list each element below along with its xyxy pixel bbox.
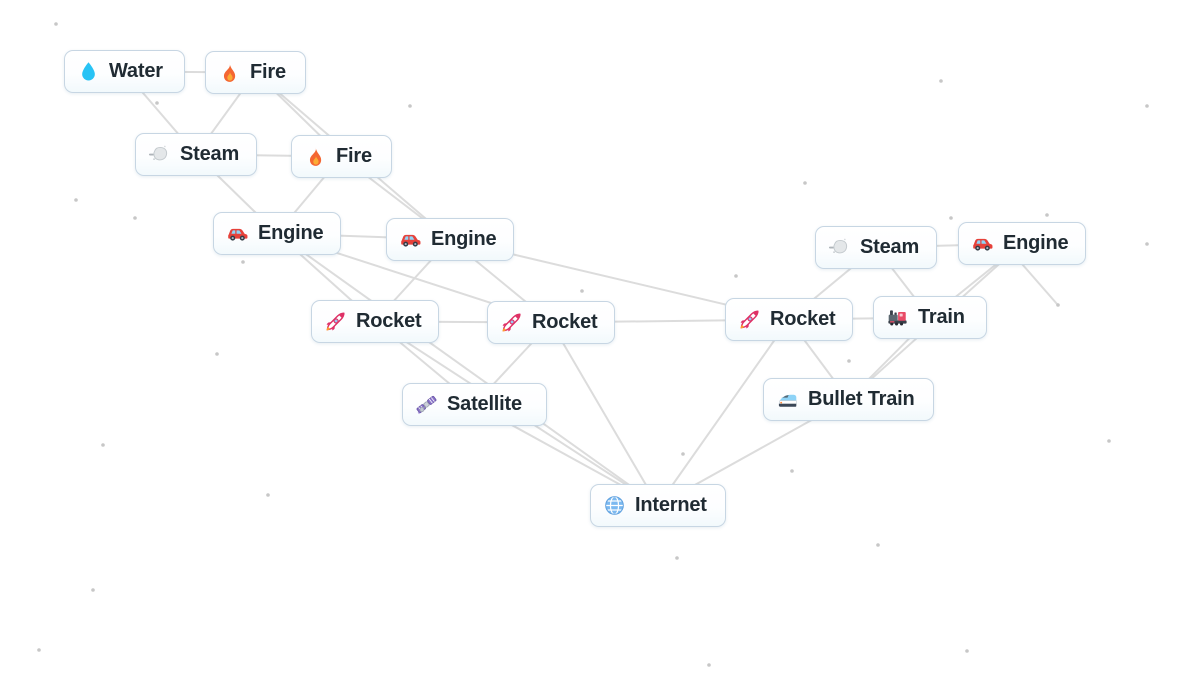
tile-rocket-2[interactable]: Rocket bbox=[487, 301, 615, 344]
particle-dot bbox=[1056, 303, 1060, 307]
tile-rocket-1[interactable]: Rocket bbox=[311, 300, 439, 343]
particle-dot bbox=[266, 493, 270, 497]
particle-dot bbox=[241, 260, 245, 264]
particle-dot bbox=[1107, 439, 1111, 443]
particle-dot bbox=[965, 649, 969, 653]
stray-edge-line bbox=[1021, 263, 1058, 305]
internet-icon bbox=[603, 494, 626, 517]
fire-icon bbox=[218, 61, 241, 84]
particle-dot bbox=[847, 359, 851, 363]
tile-fire-1[interactable]: Fire bbox=[205, 51, 306, 94]
tile-steam-left[interactable]: Steam bbox=[135, 133, 257, 176]
particle-dot bbox=[675, 556, 679, 560]
engine-icon bbox=[971, 232, 994, 255]
engine-icon bbox=[226, 222, 249, 245]
particle-dot bbox=[74, 198, 78, 202]
tile-label: Fire bbox=[336, 145, 372, 167]
particle-dot bbox=[790, 469, 794, 473]
tile-label: Satellite bbox=[447, 393, 522, 415]
tile-label: Bullet Train bbox=[808, 388, 915, 410]
tile-label: Rocket bbox=[770, 308, 836, 330]
particle-dot bbox=[580, 289, 584, 293]
tile-fire-2[interactable]: Fire bbox=[291, 135, 392, 178]
tile-water[interactable]: Water bbox=[64, 50, 185, 93]
particle-dot bbox=[1145, 104, 1149, 108]
tile-rocket-3[interactable]: Rocket bbox=[725, 298, 853, 341]
steam-icon bbox=[148, 143, 171, 166]
tile-label: Steam bbox=[180, 143, 240, 165]
tile-bullet-train[interactable]: Bullet Train bbox=[763, 378, 934, 421]
particle-dot bbox=[54, 22, 58, 26]
tile-engine-1[interactable]: Engine bbox=[213, 212, 341, 255]
particle-dot bbox=[949, 216, 953, 220]
particle-dot bbox=[803, 181, 807, 185]
tile-internet[interactable]: Internet bbox=[590, 484, 726, 527]
rocket-icon bbox=[738, 308, 761, 331]
particle-dot bbox=[707, 663, 711, 667]
edge-line bbox=[657, 318, 790, 507]
tile-label: Engine bbox=[431, 228, 497, 250]
particle-dot bbox=[939, 79, 943, 83]
tile-label: Internet bbox=[635, 494, 707, 516]
tile-label: Water bbox=[109, 60, 163, 82]
bullet-train-icon bbox=[776, 388, 799, 411]
particle-dot bbox=[408, 104, 412, 108]
tile-label: Rocket bbox=[356, 310, 422, 332]
engine-icon bbox=[399, 228, 422, 251]
particle-dot bbox=[876, 543, 880, 547]
tile-label: Engine bbox=[258, 222, 324, 244]
tile-steam-right[interactable]: Steam bbox=[815, 226, 937, 269]
rocket-icon bbox=[500, 311, 523, 334]
edge-line bbox=[550, 321, 659, 507]
fire-icon bbox=[304, 145, 327, 168]
tile-label: Rocket bbox=[532, 311, 598, 333]
particle-dot bbox=[101, 443, 105, 447]
rocket-icon bbox=[324, 310, 347, 333]
particle-dot bbox=[91, 588, 95, 592]
train-icon bbox=[886, 306, 909, 329]
water-icon bbox=[77, 60, 100, 83]
particle-dot bbox=[37, 648, 41, 652]
particle-dot bbox=[155, 101, 159, 105]
tile-label: Steam bbox=[860, 236, 920, 258]
tile-engine-2[interactable]: Engine bbox=[386, 218, 514, 261]
particle-dot bbox=[215, 352, 219, 356]
tile-engine-3[interactable]: Engine bbox=[958, 222, 1086, 265]
particle-dot bbox=[1045, 213, 1049, 217]
tile-satellite[interactable]: Satellite bbox=[402, 383, 547, 426]
particle-dot bbox=[133, 216, 137, 220]
particle-dot bbox=[734, 274, 738, 278]
tile-label: Fire bbox=[250, 61, 286, 83]
particle-dot bbox=[681, 452, 685, 456]
tile-train[interactable]: Train bbox=[873, 296, 987, 339]
tile-label: Train bbox=[918, 306, 965, 328]
satellite-icon bbox=[415, 393, 438, 416]
tile-label: Engine bbox=[1003, 232, 1069, 254]
particle-dot bbox=[1145, 242, 1149, 246]
edge-line bbox=[276, 232, 659, 507]
steam-icon bbox=[828, 236, 851, 259]
